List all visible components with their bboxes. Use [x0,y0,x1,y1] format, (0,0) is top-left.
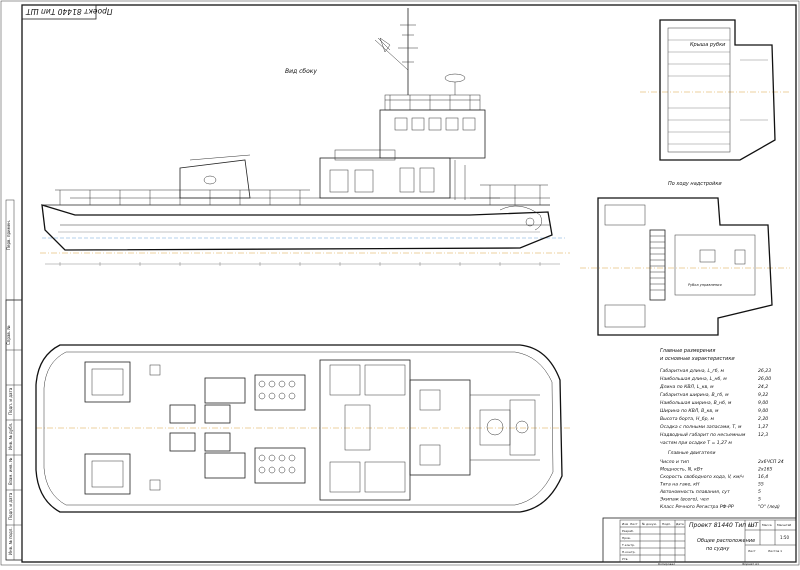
forward-hatches [84,361,131,495]
wheelhouse-profile [379,109,486,159]
deckhouse-plan [319,359,471,501]
engine-row-1-value: 2х165 [758,467,772,473]
col-izm: Изм [622,522,628,526]
engine-row-2-label: Скорость свободного хода, V, км/ч [660,474,744,480]
spec-row-9-label: частям при осадке Т = 1,27 м [660,440,732,446]
title-project: Проект 81440 Тип ШТ [689,522,760,529]
role-5: Н.контр. [622,550,635,554]
spec-heading-2: и основные характеристики [660,356,735,362]
spec-row-1-value: 26,00 [758,376,771,382]
roof-outline [659,19,776,161]
strip-label-2: Подп. и дата [8,492,13,520]
engine-row-4-value: 5 [758,489,761,495]
corner-stamp-text: Проект 81440 Тип ШТ [25,7,113,16]
spec-row-0-label: Габаритная длина, L_гб, м [660,368,725,374]
engine-row-0-value: 2х6ЧСП 24 [758,459,784,465]
role-1: Разраб. [622,529,634,533]
side-view-label: Вид сбоку [285,68,317,75]
spec-row-4-value: 9,00 [758,400,768,406]
format-label: Формат А1 [742,562,759,566]
wheelhouse-label: Рубка управления [688,283,722,287]
inner-frame [21,4,797,563]
center-hatches [169,374,306,484]
lit-label: Лит. [748,523,755,527]
towing-gear [149,364,540,491]
engine-row-3-value: 55 [758,482,764,488]
spec-row-5-label: Ширина по КВЛ, В_кв, м [660,408,719,414]
binding-strip: Инв. № подл. Подп. и дата Взам. инв. № И… [5,199,23,561]
engine-row-6-label: Класс Речного Регистра РФ-РР [660,504,734,510]
strip-label-1: Инв. № подл. [8,527,13,555]
title-block: Изм Лист № докум. Подп. Дата Разраб. Про… [602,517,797,566]
spec-row-7-label: Осадка с полными запасами, Т, м [660,424,742,430]
strip-label-4: Инв. № дубл. [8,423,13,450]
engine-row-3-label: Тяга на гаке, кН [660,482,700,488]
forward-house [179,159,251,199]
sheets-label: Листов 1 [768,549,782,553]
spec-row-8-label: Надводный габарит по несъемным [660,432,746,438]
hull-profile [41,204,553,251]
sheet-label: Лист [748,549,756,553]
scale-label: Масштаб [777,523,791,527]
specifications: Главные размерения и основные характерис… [659,348,784,510]
spec-row-1-label: Наибольшая длина, L_нб, м [660,376,727,382]
engine-row-5-value: 5 [758,497,761,503]
role-6: Утв. [622,557,628,561]
role-2: Пров. [622,536,631,540]
engine-row-0-label: Число и тип [660,459,689,465]
engine-row-1-label: Мощность, N, кВт [660,467,703,473]
plan-view [35,344,570,513]
spec-row-2-label: Длина по КВЛ, L_кв, м [659,384,714,390]
col-sign: Подп. [662,522,671,526]
hull-plan [35,344,563,513]
col-doc: № докум. [642,522,657,526]
spec-row-0-value: 26,23 [758,368,771,374]
superstructure-view-label: По ходу надстройки [668,181,722,187]
engine-row-4-label: Автономность плавания, сут [659,489,730,495]
spec-row-4-label: Наибольшая ширина, В_нб, м [660,400,732,406]
col-date: Дата [676,522,684,526]
corner-stamp: Проект 81440 Тип ШТ [21,4,113,20]
mass-label: Масса [762,523,772,527]
spec-row-3-label: Габаритная ширина, В_гб, м [660,392,729,398]
role-3: Т.контр. [621,543,635,547]
engine-row-2-value: 16,4 [758,474,768,480]
strip-label-6: Справ. № [6,326,11,345]
spec-row-5-value: 9,00 [758,408,768,414]
engine-row-6-value: "О" (лед) [758,504,780,510]
spec-row-8-value: 12,3 [758,432,768,438]
superstructure-outline [597,197,773,336]
title-subtitle-1: Общее расположение [697,538,755,544]
spec-heading-1: Главные размерения [660,348,715,354]
stair [649,229,666,301]
engines-heading: Главные двигатели [668,450,715,456]
roof-view: Крыша рубки [640,19,790,161]
strip-label-7: Перв. примен. [6,220,11,250]
roof-view-label: Крыша рубки [690,42,726,48]
col-list: Лист [630,522,638,526]
strip-label-5: Подп. и дата [8,387,13,415]
superstructure-view: По ходу надстройки Рубка управления [580,181,790,336]
strip-label-3: Взам. инв. № [8,458,13,485]
spec-row-3-value: 9,22 [758,392,768,398]
copied-label: Копировал [658,562,675,566]
spec-row-2-value: 24,2 [758,384,768,390]
scale-value: 1:50 [780,535,789,540]
engine-row-5-label: Экипаж (всего), чел [659,497,709,503]
side-view: Вид сбоку [40,8,570,266]
spec-row-6-label: Высота борта, H_бр, м [660,416,714,422]
title-subtitle-2: по судну [706,546,730,552]
spec-row-7-value: 1,27 [758,424,768,430]
spec-row-6-value: 2,20 [758,416,768,422]
